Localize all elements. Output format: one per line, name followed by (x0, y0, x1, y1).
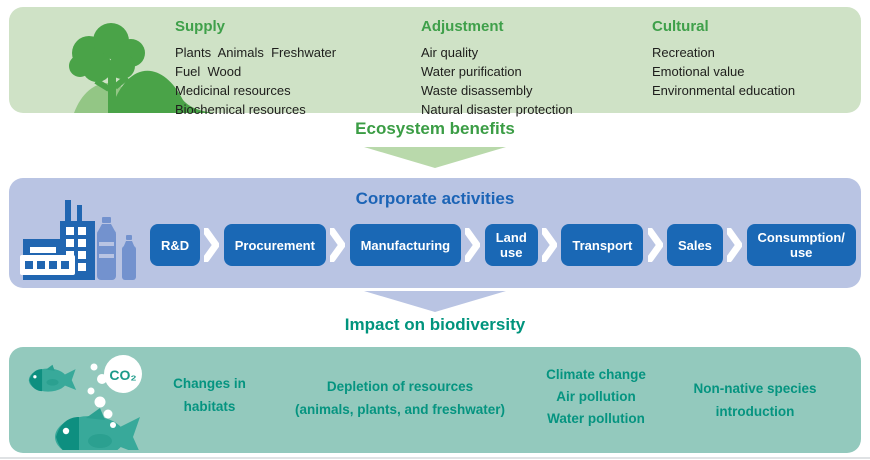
supply-heading: Supply (175, 18, 226, 35)
fish-co2-icon: CO₂ (28, 355, 142, 450)
impact-climate-and-pollution: Climate change Air pollution Water pollu… (546, 367, 646, 426)
cultural-item: Emotional value (652, 64, 745, 79)
supply-item: Medicinal resources (175, 83, 291, 98)
adjustment-heading: Adjustment (421, 18, 504, 35)
adjustment-column: Adjustment Air quality Water purificatio… (421, 18, 573, 119)
step-transport: Transport (561, 224, 644, 266)
supply-item: Biochemical resources (175, 102, 306, 117)
impact-on-biodiversity-label: Impact on biodiversity (344, 315, 526, 334)
corporate-activities-title: Corporate activities (355, 189, 515, 208)
chevron-right-icon (204, 228, 220, 262)
tree-hills-icon (69, 23, 214, 113)
ecosystem-benefits-label: Ecosystem benefits (355, 119, 515, 138)
supply-item: Fuel Wood (175, 64, 242, 79)
cultural-column: Cultural Recreation Emotional value Envi… (652, 18, 795, 100)
chevron-right-icon (330, 228, 346, 262)
chevron-right-icon (542, 228, 558, 262)
step-procurement: Procurement (223, 224, 326, 266)
adjustment-item: Water purification (421, 64, 522, 79)
step-consumption-use: Consumption/ use (746, 224, 856, 266)
step-rd: R&D (150, 224, 201, 266)
value-chain-flow: R&D Procurement Manufacturing Land use T… (150, 222, 856, 268)
adjustment-item: Waste disassembly (421, 83, 533, 98)
step-manufacturing: Manufacturing (349, 224, 462, 266)
co2-label: CO₂ (109, 367, 136, 383)
chevron-right-icon (727, 228, 743, 262)
cultural-item: Environmental education (652, 83, 796, 98)
adjustment-item: Air quality (421, 45, 479, 60)
bottom-divider (0, 457, 870, 459)
cultural-heading: Cultural (652, 18, 709, 35)
down-arrow-blue-icon (364, 291, 506, 312)
cultural-item: Recreation (652, 45, 715, 60)
impact-non-native-species: Non-native species introduction (693, 381, 817, 419)
adjustment-item: Natural disaster protection (421, 102, 573, 117)
chevron-right-icon (647, 228, 663, 262)
biodiversity-impacts-band (9, 347, 861, 453)
ecosystem-services-band: Supply Plants Animals Freshwater Fuel Wo… (9, 7, 861, 117)
chevron-right-icon (465, 228, 481, 262)
supply-column: Supply Plants Animals Freshwater Fuel Wo… (175, 18, 336, 119)
corporate-activities-band: Corporate activities R&D Procurement Man… (9, 178, 861, 288)
factory-bottles-icon (20, 200, 136, 280)
step-land-use: Land use (484, 224, 538, 266)
bubbles-icon (87, 363, 116, 428)
impact-depletion-of-resources: Depletion of resources (animals, plants,… (294, 379, 506, 417)
impact-changes-in-habitats: Changes in habitats (173, 376, 246, 414)
step-sales: Sales (666, 224, 723, 266)
supply-item: Plants Animals Freshwater (175, 45, 337, 60)
down-arrow-green-icon (364, 147, 506, 168)
